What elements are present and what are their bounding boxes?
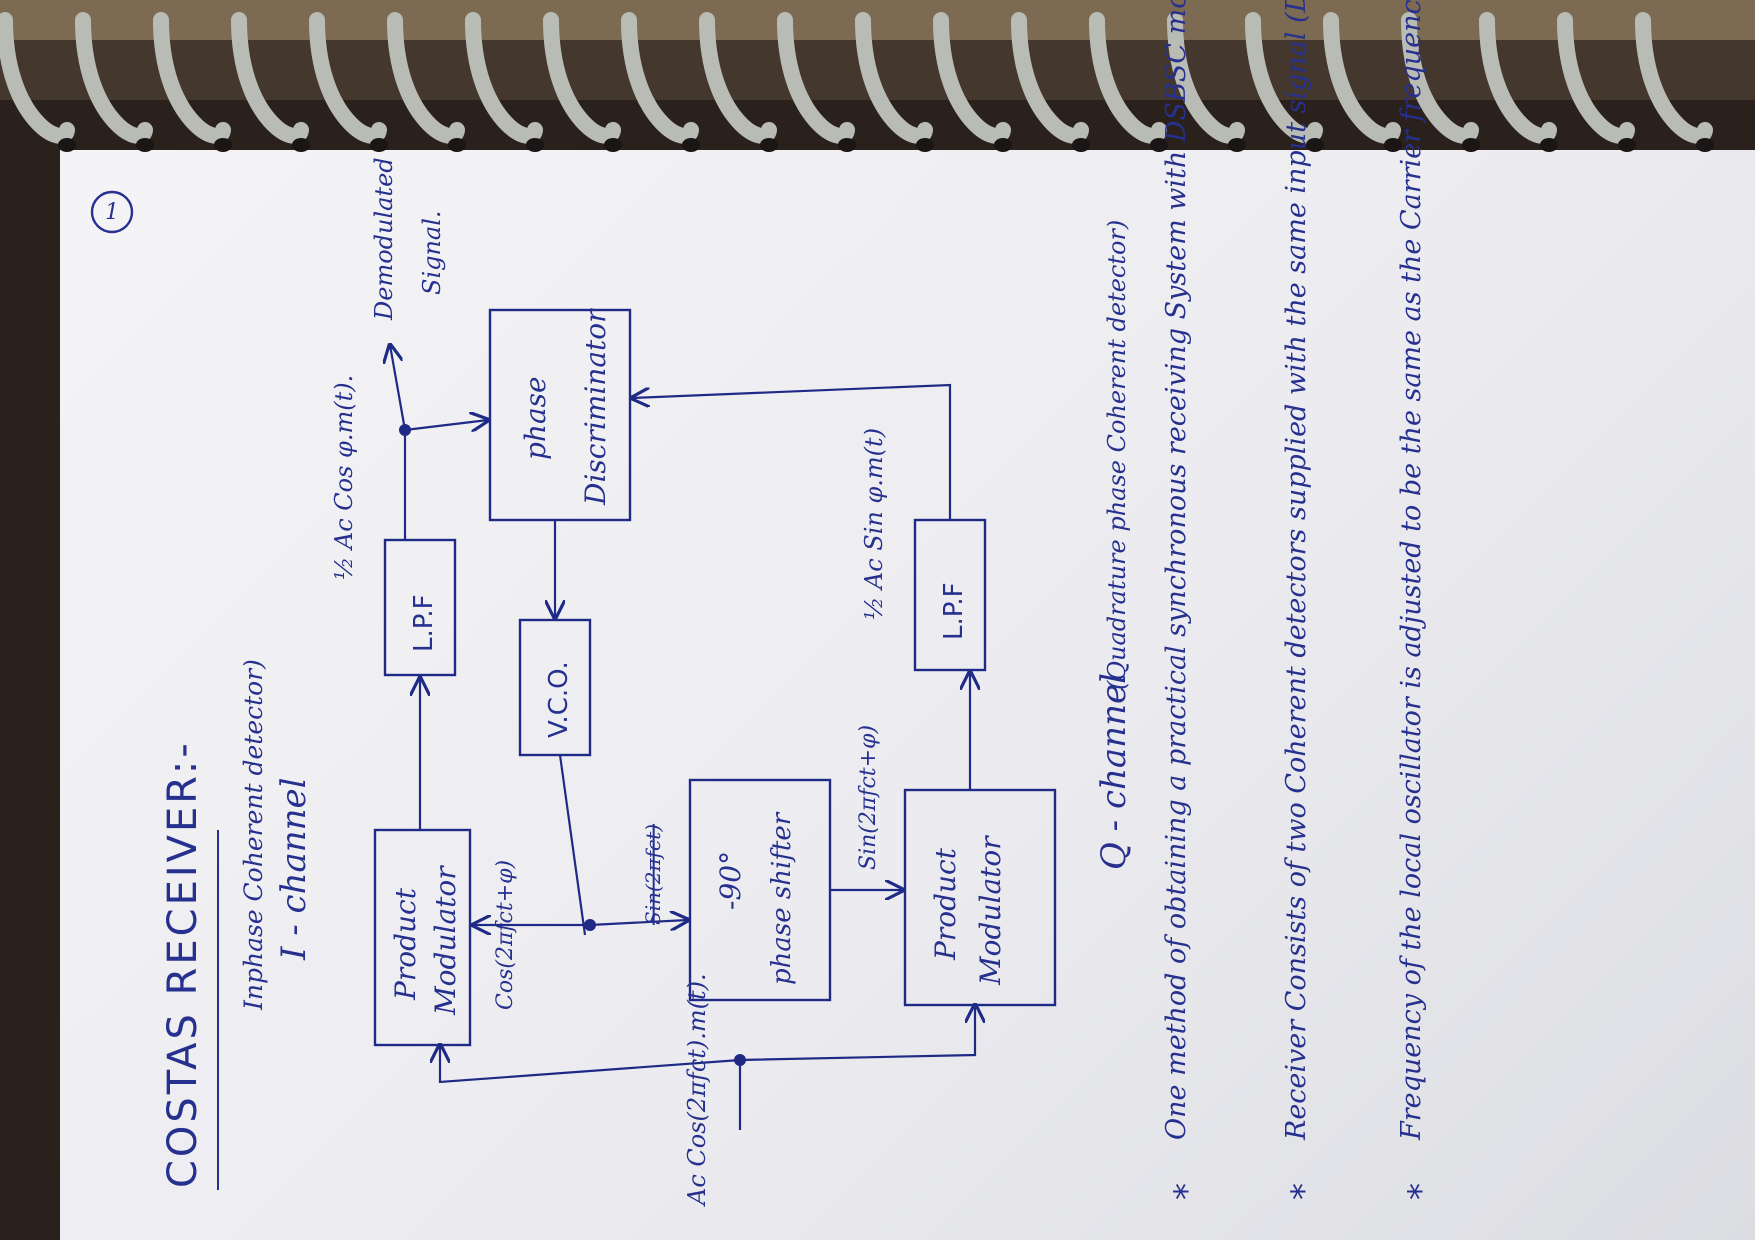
note-2-text: Receiver Consists of two Coherent detect…: [1281, 0, 1312, 1141]
spiral-coil: [75, 12, 153, 144]
spiral-binding: [0, 0, 1755, 152]
phase-shifter-line1: -90°: [714, 851, 747, 910]
spiral-coil: [153, 12, 231, 144]
spiral-coil: [933, 12, 1011, 144]
spiral-coil: [777, 12, 855, 144]
binding-hole: [1462, 138, 1480, 152]
spiral-coil: [699, 12, 777, 144]
spiral-coil: [1479, 12, 1557, 144]
spiral-coil: [465, 12, 543, 144]
inphase-label: Inphase Coherent detector): [239, 659, 268, 1011]
binding-hole: [58, 138, 76, 152]
page-number-label: 1: [105, 200, 119, 225]
q-carrier-label: Sin(2πfct+φ): [856, 725, 881, 870]
spiral-coil: [1245, 12, 1323, 144]
demodulated-line2: Signal.: [418, 210, 446, 295]
i-channel-label: I - channel: [274, 777, 314, 961]
notebook-page: [60, 150, 1755, 1240]
binding-hole: [682, 138, 700, 152]
spiral-coil: [543, 12, 621, 144]
vco-label: V.C.O.: [544, 661, 574, 738]
lpf-top-box: [383, 538, 457, 677]
binding-hole: [1696, 138, 1714, 152]
phase-discriminator-line1: phase: [519, 376, 552, 460]
product-modulator-bottom-line1: Product: [929, 847, 962, 961]
demodulated-line1: Demodulated: [370, 157, 398, 321]
lpf-bottom-label: L.P.F: [939, 582, 969, 640]
spiral-coil: [1089, 12, 1167, 144]
spiral-coil: [1323, 12, 1401, 144]
phase-shifter-line2: phase shifter: [767, 811, 797, 985]
q-channel-name: Q - channel: [1094, 673, 1134, 870]
binding-hole: [526, 138, 544, 152]
phase-discriminator-line2: Discriminator: [579, 308, 612, 506]
spiral-coil: [1635, 12, 1713, 144]
i-carrier-label: Cos(2πfct+φ): [493, 860, 518, 1010]
phase-shifter-box: [688, 778, 832, 1002]
i-output-label: ½ Ac Cos φ.m(t).: [330, 375, 358, 580]
spiral-coil: [0, 12, 75, 144]
spiral-coil: [1401, 12, 1479, 144]
binding-hole: [448, 138, 466, 152]
spiral-coil: [1557, 12, 1635, 144]
binding-hole: [1306, 138, 1324, 152]
binding-hole: [994, 138, 1012, 152]
note-3-text: Frequency of the local oscillator is adj…: [1396, 0, 1427, 1141]
note-1: One method of obtaining a practical sync…: [1161, 0, 1192, 1140]
product-modulator-top-box: [373, 828, 472, 1047]
binding-hole: [1618, 138, 1636, 152]
binding-hole: [604, 138, 622, 152]
q-output-label: ½ Ac Sin φ.m(t): [860, 428, 888, 620]
note-2-bullet: *: [1284, 1183, 1324, 1200]
note-1-bullet: *: [1167, 1183, 1207, 1200]
product-modulator-bottom-line2: Modulator: [974, 835, 1007, 986]
binding-hole: [370, 138, 388, 152]
product-modulator-top-line1: Product: [389, 887, 422, 1001]
binding-hole: [214, 138, 232, 152]
spiral-coil: [1167, 12, 1245, 144]
note-3-bullet: *: [1401, 1183, 1441, 1200]
product-modulator-top-line2: Modulator: [429, 865, 462, 1016]
title: COSTAS RECEIVER:-: [160, 740, 206, 1188]
binding-hole: [1384, 138, 1402, 152]
shifter-input-label: Sin(2πfct): [641, 824, 665, 925]
binding-hole: [760, 138, 778, 152]
binding-hole: [1072, 138, 1090, 152]
q-channel-detector-label: (Quadrature phase Coherent detector): [1103, 220, 1131, 690]
binding-hole: [838, 138, 856, 152]
binding-hole: [136, 138, 154, 152]
binding-hole: [1150, 138, 1168, 152]
note-2: Receiver Consists of two Coherent detect…: [1281, 0, 1312, 1141]
binding-hole: [1540, 138, 1558, 152]
input-signal-label: Ac Cos(2πfct).m(t).: [683, 973, 711, 1207]
spiral-coil: [621, 12, 699, 144]
binding-hole: [916, 138, 934, 152]
spiral-coil: [387, 12, 465, 144]
note-1-text: One method of obtaining a practical sync…: [1161, 0, 1192, 1140]
spiral-coil: [309, 12, 387, 144]
lpf-top-label: L.P.F: [409, 594, 439, 652]
binding-hole: [292, 138, 310, 152]
spiral-coil: [1011, 12, 1089, 144]
vco-box: [518, 618, 592, 757]
spiral-coil: [231, 12, 309, 144]
spiral-coil: [855, 12, 933, 144]
binding-hole: [1228, 138, 1246, 152]
note-3: Frequency of the local oscillator is adj…: [1396, 0, 1427, 1141]
